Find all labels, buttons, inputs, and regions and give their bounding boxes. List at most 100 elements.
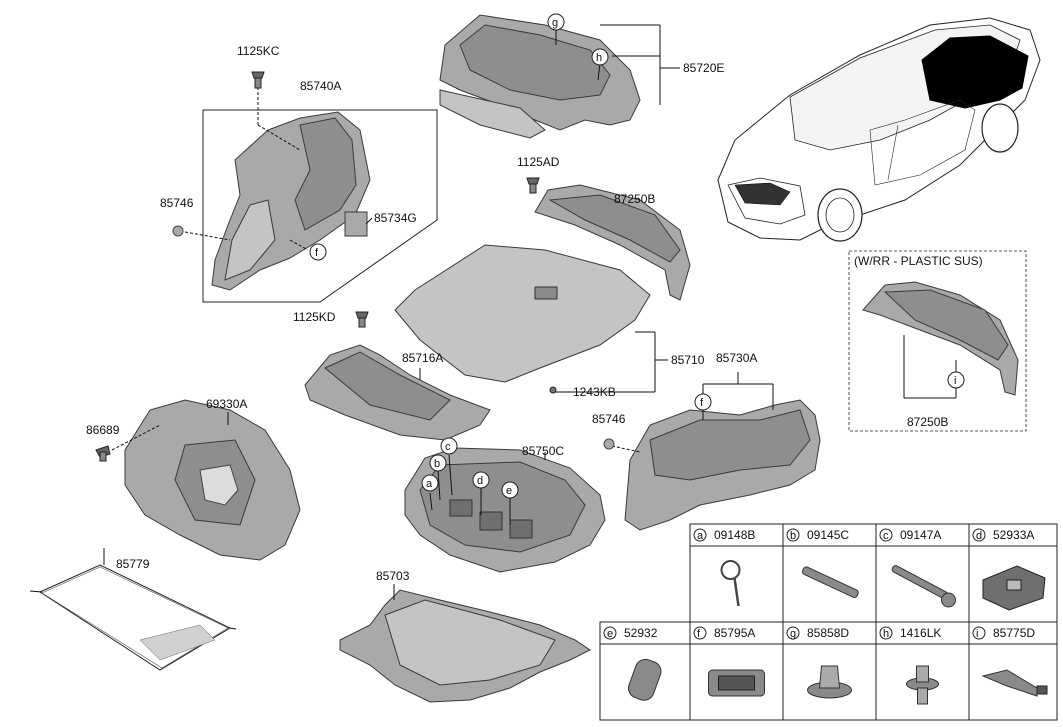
legend-letter: g bbox=[790, 628, 796, 640]
legend-part-number: 09148B bbox=[714, 528, 755, 542]
legend-part-icon bbox=[720, 560, 741, 607]
label-85746-left: 85746 bbox=[160, 196, 194, 210]
svg-text:g: g bbox=[552, 17, 558, 29]
label-85734G: 85734G bbox=[374, 211, 417, 225]
legend-letter-bubble bbox=[693, 626, 707, 640]
clip-85746-right bbox=[603, 438, 615, 450]
legend-letter-bubble bbox=[786, 528, 800, 542]
legend-letter: c bbox=[883, 530, 889, 542]
label-85740A: 85740A bbox=[300, 79, 341, 93]
svg-text:i: i bbox=[954, 375, 956, 387]
legend-letter-bubble bbox=[693, 528, 707, 542]
bubble-c: c bbox=[440, 437, 458, 455]
svg-text:d: d bbox=[477, 475, 483, 487]
bolt-1125KD bbox=[355, 311, 369, 328]
legend-letter: e bbox=[607, 628, 613, 640]
legend-part-icon bbox=[981, 669, 1048, 697]
legend-part-number: 09147A bbox=[900, 528, 941, 542]
legend-part-icon bbox=[891, 565, 956, 608]
svg-text:f: f bbox=[700, 397, 704, 409]
clip-85746-left bbox=[172, 225, 184, 237]
part-85750C bbox=[404, 447, 606, 573]
legend-part-icon bbox=[906, 665, 939, 705]
legend-cell-d: d 52933A bbox=[968, 523, 1058, 623]
legend-letter: f bbox=[697, 628, 701, 640]
part-85703 bbox=[339, 584, 591, 703]
legend-part-icon bbox=[801, 566, 859, 599]
legend-cell-b: b 09145C bbox=[782, 523, 877, 623]
bubble-i: i bbox=[947, 371, 965, 389]
wrr-title: (W/RR - PLASTIC SUS) bbox=[854, 254, 983, 268]
legend-letter-bubble bbox=[879, 528, 893, 542]
legend-cell-e: e 52932 bbox=[599, 621, 691, 721]
legend-letter: a bbox=[697, 530, 704, 542]
part-85710 bbox=[394, 244, 668, 393]
legend-letter: i bbox=[976, 628, 978, 640]
clip-1243KB bbox=[549, 386, 557, 394]
legend-letter-bubble bbox=[972, 626, 986, 640]
vehicle-illustration bbox=[717, 17, 1041, 242]
legend-letter-bubble bbox=[786, 626, 800, 640]
label-85750C: 85750C bbox=[522, 444, 564, 458]
svg-text:e: e bbox=[506, 485, 512, 497]
legend-part-number: 52932 bbox=[624, 626, 658, 640]
part-69330A bbox=[111, 399, 301, 561]
legend-cell-g: g 85858D bbox=[782, 621, 877, 721]
label-85720E: 85720E bbox=[683, 61, 724, 75]
legend-part-icon bbox=[628, 658, 662, 701]
legend-cell-i: i 85775D bbox=[968, 621, 1058, 721]
group-85740A bbox=[184, 85, 438, 303]
svg-text:f: f bbox=[315, 247, 319, 259]
legend-letter-bubble bbox=[603, 626, 617, 640]
legend-part-number: 1416LK bbox=[900, 626, 941, 640]
bubble-f-left: f bbox=[309, 243, 327, 261]
bubble-e: e bbox=[501, 481, 519, 499]
svg-text:b: b bbox=[434, 458, 440, 470]
label-85730A: 85730A bbox=[716, 351, 757, 365]
svg-text:h: h bbox=[596, 52, 602, 64]
legend-part-icon bbox=[708, 669, 765, 697]
bolt-86689 bbox=[95, 445, 111, 462]
part-85730A bbox=[611, 372, 821, 531]
wrr-part-label: 87250B bbox=[907, 415, 948, 429]
bubble-d: d bbox=[472, 471, 490, 489]
label-87250B: 87250B bbox=[614, 192, 655, 206]
bolt-1125AD bbox=[526, 177, 540, 194]
label-85710: 85710 bbox=[671, 353, 705, 367]
label-85779: 85779 bbox=[116, 557, 150, 571]
svg-text:c: c bbox=[445, 441, 451, 453]
legend-letter-bubble bbox=[879, 626, 893, 640]
bubble-g: g bbox=[547, 13, 565, 31]
label-86689: 86689 bbox=[86, 423, 120, 437]
legend-part-number: 85775D bbox=[993, 626, 1035, 640]
legend-letter: d bbox=[976, 530, 982, 542]
legend-part-number: 52933A bbox=[993, 528, 1034, 542]
part-85720E bbox=[439, 14, 680, 139]
legend-letter-bubble bbox=[972, 528, 986, 542]
label-1125KD: 1125KD bbox=[293, 310, 336, 324]
legend-letter: h bbox=[883, 628, 889, 640]
part-85779 bbox=[29, 548, 237, 671]
legend-cell-h: h 1416LK bbox=[875, 621, 970, 721]
label-1125KC: 1125KC bbox=[237, 44, 280, 58]
label-1125AD: 1125AD bbox=[517, 155, 560, 169]
bubble-b: b bbox=[429, 454, 447, 472]
bubble-f-right: f bbox=[694, 393, 712, 411]
legend-part-icon bbox=[982, 565, 1046, 611]
label-85716A: 85716A bbox=[402, 351, 443, 365]
bubble-h: h bbox=[591, 48, 609, 66]
wrr-plastic-sus-box bbox=[848, 250, 1027, 432]
legend-part-number: 09145C bbox=[807, 528, 849, 542]
legend-part-number: 85858D bbox=[807, 626, 849, 640]
part-85716A bbox=[304, 344, 491, 441]
label-69330A: 69330A bbox=[206, 397, 247, 411]
legend-letter: b bbox=[790, 530, 796, 542]
bubble-a: a bbox=[421, 474, 439, 492]
label-1243KB: 1243KB bbox=[573, 385, 616, 399]
label-85703: 85703 bbox=[376, 569, 410, 583]
label-85746-right: 85746 bbox=[592, 412, 626, 426]
legend-cell-a: a 09148B bbox=[689, 523, 784, 623]
